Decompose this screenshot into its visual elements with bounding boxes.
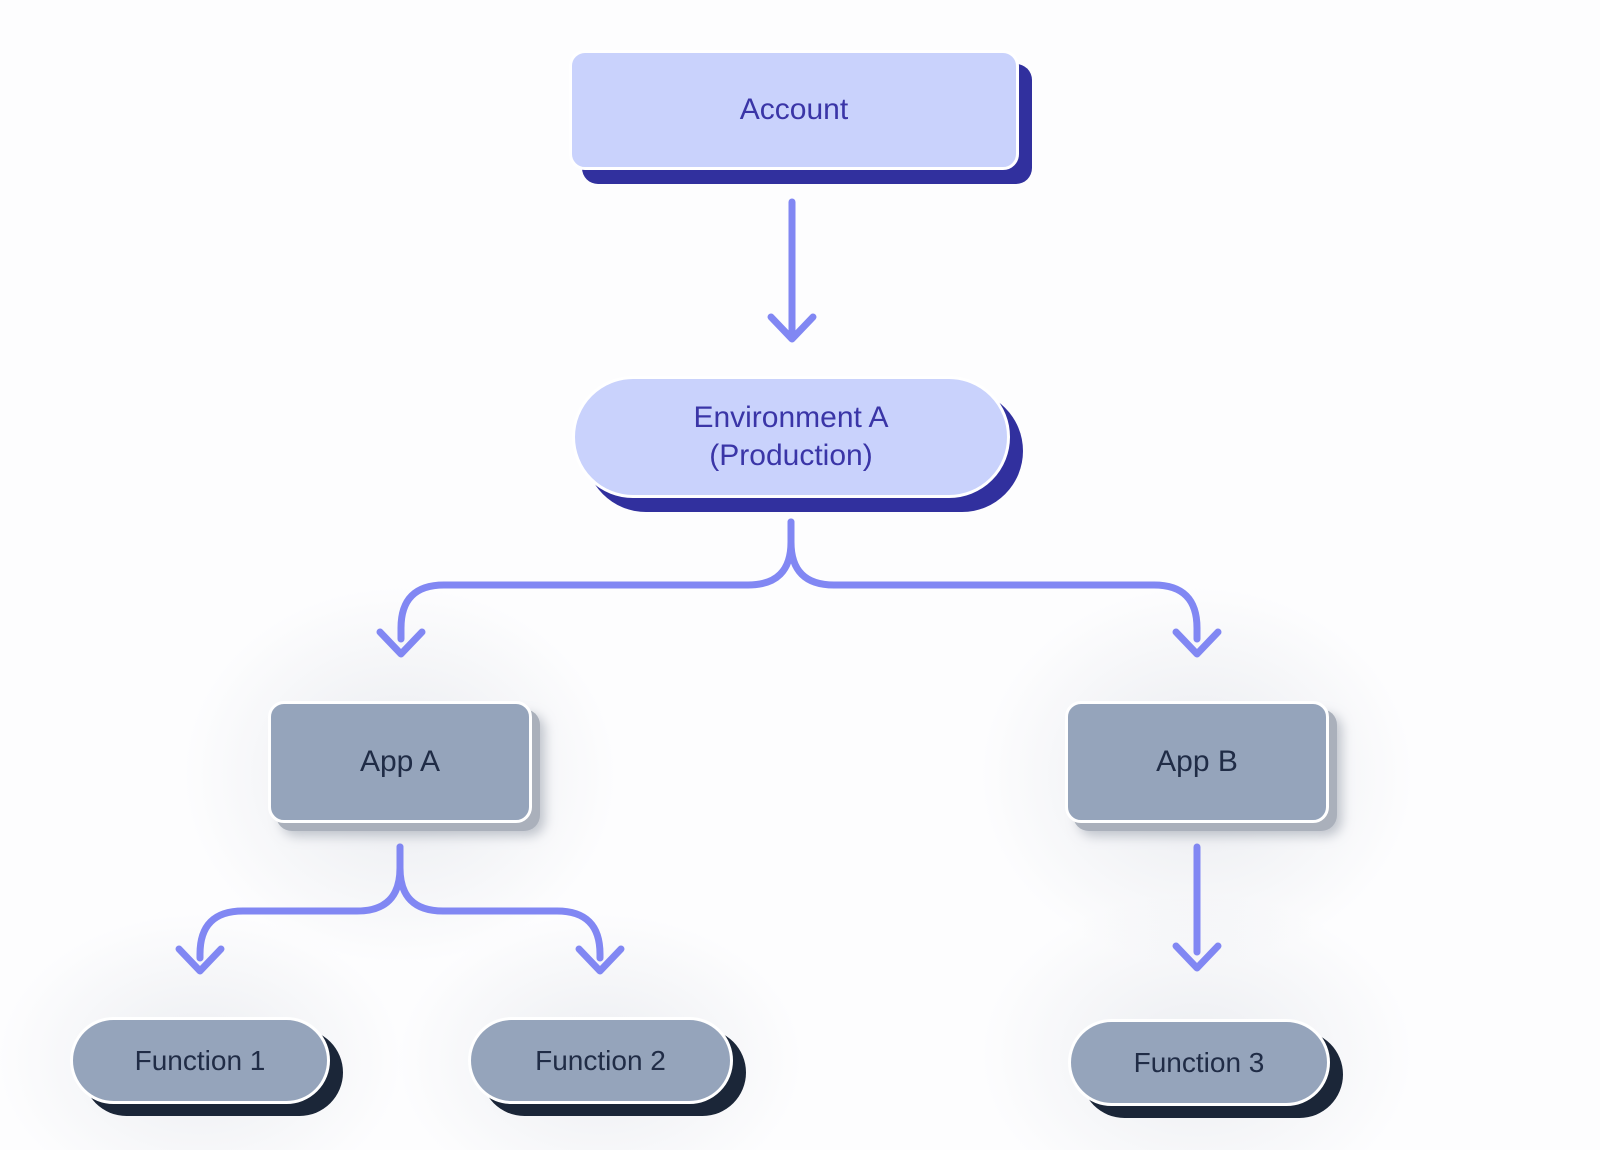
node-function-2: Function 2 — [468, 1017, 733, 1104]
edge-app-a-to-fn-2 — [396, 843, 604, 962]
arrow-down-icon — [175, 945, 225, 975]
arrow-down-icon — [1172, 628, 1222, 658]
node-function-3-label: Function 3 — [1133, 1046, 1265, 1078]
node-function-1: Function 1 — [70, 1017, 330, 1104]
node-environment-a-sublabel: (Production) — [709, 439, 873, 472]
arrow-down-icon — [376, 628, 426, 658]
edge-env-a-to-app-a — [397, 518, 795, 643]
node-app-b-label: App B — [1156, 745, 1238, 778]
node-account-label: Account — [739, 93, 849, 126]
arrow-down-icon — [575, 945, 625, 975]
arrow-down-icon — [767, 313, 817, 343]
node-function-3: Function 3 — [1068, 1019, 1330, 1106]
node-function-1-label: Function 1 — [134, 1044, 266, 1076]
edge-env-a-to-app-b — [787, 518, 1201, 643]
arrow-down-icon — [1172, 942, 1222, 972]
node-environment-a-label: Environment A — [693, 401, 889, 434]
node-app-b: App B — [1065, 701, 1329, 823]
node-function-2-label: Function 2 — [535, 1044, 666, 1076]
edge-app-a-to-fn-1 — [196, 843, 404, 962]
node-app-a: App A — [268, 701, 532, 823]
node-app-a-label: App A — [359, 745, 441, 778]
node-account: Account — [569, 50, 1019, 170]
node-environment-a: Environment A (Production) — [572, 376, 1010, 498]
